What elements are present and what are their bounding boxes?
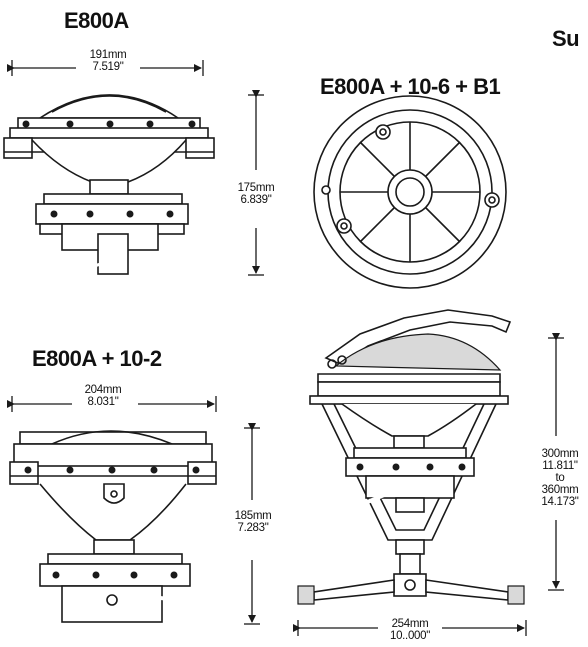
e800a-10-6-b1-top-view	[313, 95, 507, 289]
grate-spokes	[340, 122, 480, 262]
title-e800a-10-2: E800A + 10-2	[32, 346, 162, 371]
dim-bottom-left-height-mm: 185mm	[234, 510, 272, 522]
dim-line-bottom-left-height	[244, 423, 260, 625]
dim-bottom-right-height-max-mm: 360mm	[541, 484, 579, 496]
title-e800a-10-6-b1: E800A + 10-6 + B1	[320, 74, 501, 99]
dim-bottom-left-width-mm: 204mm	[84, 384, 122, 396]
dim-bottom-left-width: 204mm 8.031"	[75, 384, 131, 408]
dim-top-left-height-in: 6.839"	[240, 194, 272, 206]
dim-bottom-right-height-min-mm: 300mm	[541, 448, 579, 460]
dim-line-top-left-width	[7, 60, 204, 76]
dim-bottom-right-height-min-in: 11.811"	[542, 460, 578, 472]
title-cut-off: Su	[552, 26, 580, 51]
dim-top-left-width-mm: 191mm	[89, 49, 127, 61]
dim-top-left-width: 191mm 7.519"	[80, 49, 136, 73]
dim-bottom-left-height: 185mm 7.283"	[225, 510, 281, 534]
e800a-10-2-side-view	[7, 396, 260, 630]
dim-top-left-height: 175mm 6.839"	[228, 182, 284, 206]
dim-bottom-left-width-in: 8.031"	[87, 396, 119, 408]
stand-assembly-view	[293, 309, 564, 636]
dim-top-left-width-in: 7.519"	[92, 61, 124, 73]
dim-bottom-right-width-in: 10..000"	[389, 630, 431, 642]
dim-bottom-right-width-mm: 254mm	[391, 618, 429, 630]
dim-line-bottom-left-width	[7, 396, 217, 412]
dim-bottom-right-height-max-in: 14.173"	[541, 496, 579, 508]
dim-bottom-right-height-to: to	[555, 472, 565, 484]
dim-line-bottom-right-width	[293, 620, 527, 636]
dim-line-top-left-height	[248, 90, 264, 276]
dim-bottom-right-height: 300mm 11.811" to 360mm 14.173"	[532, 448, 588, 508]
dim-line-bottom-right-height	[548, 333, 564, 591]
e800a-side-view	[3, 60, 264, 298]
dim-bottom-right-width: 254mm 10..000"	[382, 618, 438, 642]
dim-bottom-left-height-in: 7.283"	[237, 522, 269, 534]
dim-top-left-height-mm: 175mm	[237, 182, 275, 194]
title-e800a: E800A	[64, 8, 129, 33]
